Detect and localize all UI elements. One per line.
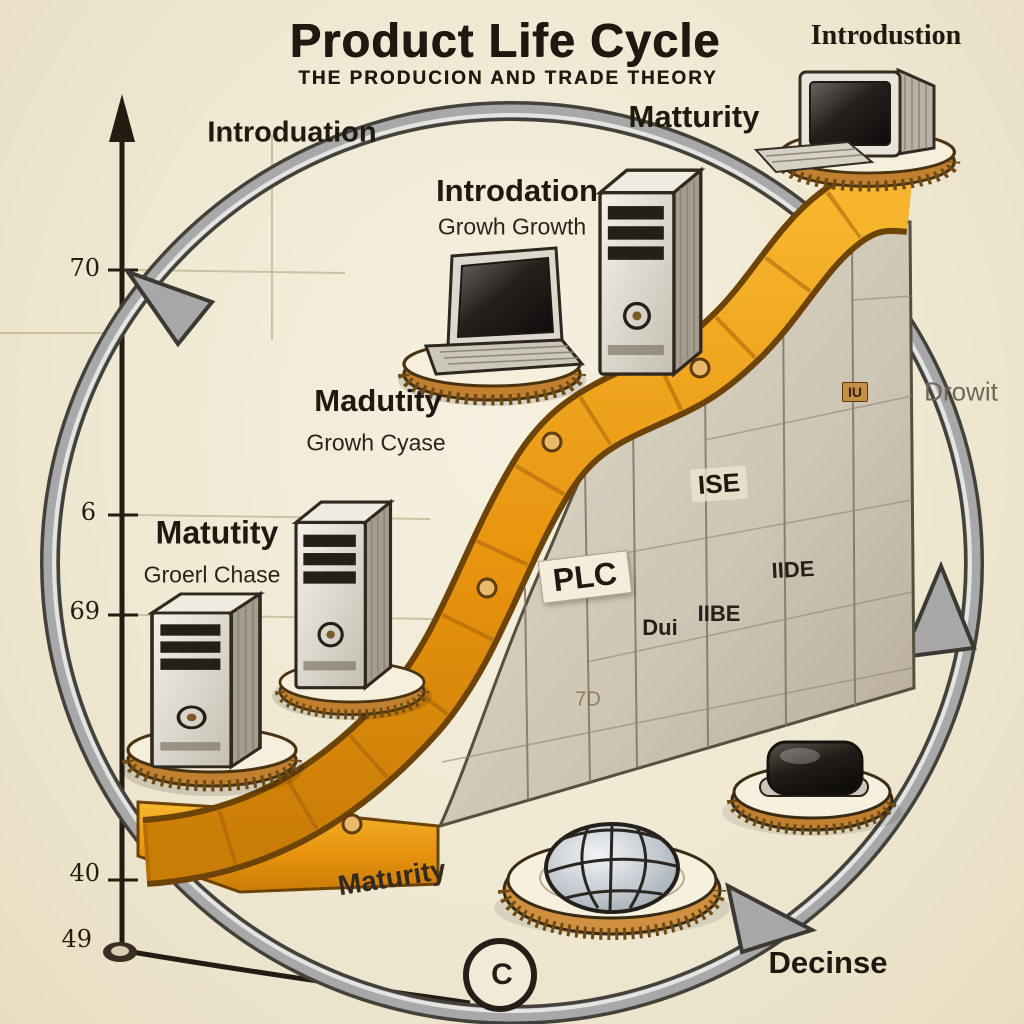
ribbon-peg-icon <box>476 577 498 599</box>
grey-wall <box>437 220 916 829</box>
crt-monitor-icon <box>753 67 936 174</box>
ribbon-peg-icon <box>541 431 563 453</box>
stage-sublabel-groerl-chase: Groerl Chase <box>143 561 281 588</box>
y-tick-70: 70 <box>69 254 100 282</box>
stage-label-introdation: Introdation <box>436 173 598 208</box>
stage-label-matturity: Matturity <box>628 99 760 134</box>
gem-plate-icon <box>494 822 730 940</box>
plc-ribbon-curve <box>136 163 914 894</box>
wall-label-7d: 7D <box>575 688 601 711</box>
stage-label-introduation: Introduation <box>207 116 377 149</box>
ring-arrowhead-bottom-icon <box>725 882 818 955</box>
wall-plaque-iu: IU <box>842 382 868 402</box>
wall-label-iibe: IIBE <box>697 601 741 626</box>
bottom-coin-glyph: C <box>491 958 513 991</box>
stage-sublabel-growh-growth: Growh Growth <box>437 213 587 240</box>
y-tick-49: 49 <box>61 925 92 953</box>
page-title: Product Life Cycle <box>289 13 721 67</box>
ring-arrowhead-topleft-icon <box>122 268 216 348</box>
axis-arrowhead-icon <box>109 94 135 142</box>
ribbon-peg-icon <box>689 357 711 379</box>
y-tick-6: 6 <box>80 498 96 526</box>
stage-label-drowit: Drowit <box>924 376 998 407</box>
page-subtitle: THE PRODUCION AND TRADE THEORY <box>298 68 718 89</box>
stage-label-madutity: Madutity <box>314 383 442 418</box>
cycle-ring <box>40 101 984 1024</box>
dark-device-icon <box>766 740 864 796</box>
stage-label-decinse: Decinse <box>768 945 888 980</box>
stage-label-matutity: Matutity <box>155 514 279 551</box>
ring-arrowhead-right-icon <box>899 560 977 660</box>
y-tick-69: 69 <box>69 597 100 625</box>
stage-label-introdustion: Introdustion <box>810 20 962 51</box>
device-plate-icon <box>722 740 902 836</box>
wall-label-dui: Dui <box>642 615 678 640</box>
wall-label-iide: IIDE <box>770 555 815 584</box>
stage-sublabel-growh-cyase: Growh Cyase <box>306 429 446 456</box>
laptop-icon <box>423 246 586 376</box>
ribbon-peg-icon <box>341 813 363 835</box>
wall-label-ise: ISE <box>689 465 749 503</box>
y-tick-40: 40 <box>69 859 100 887</box>
bottom-coin-icon <box>463 938 537 1012</box>
ring-arrowheads <box>122 268 977 955</box>
